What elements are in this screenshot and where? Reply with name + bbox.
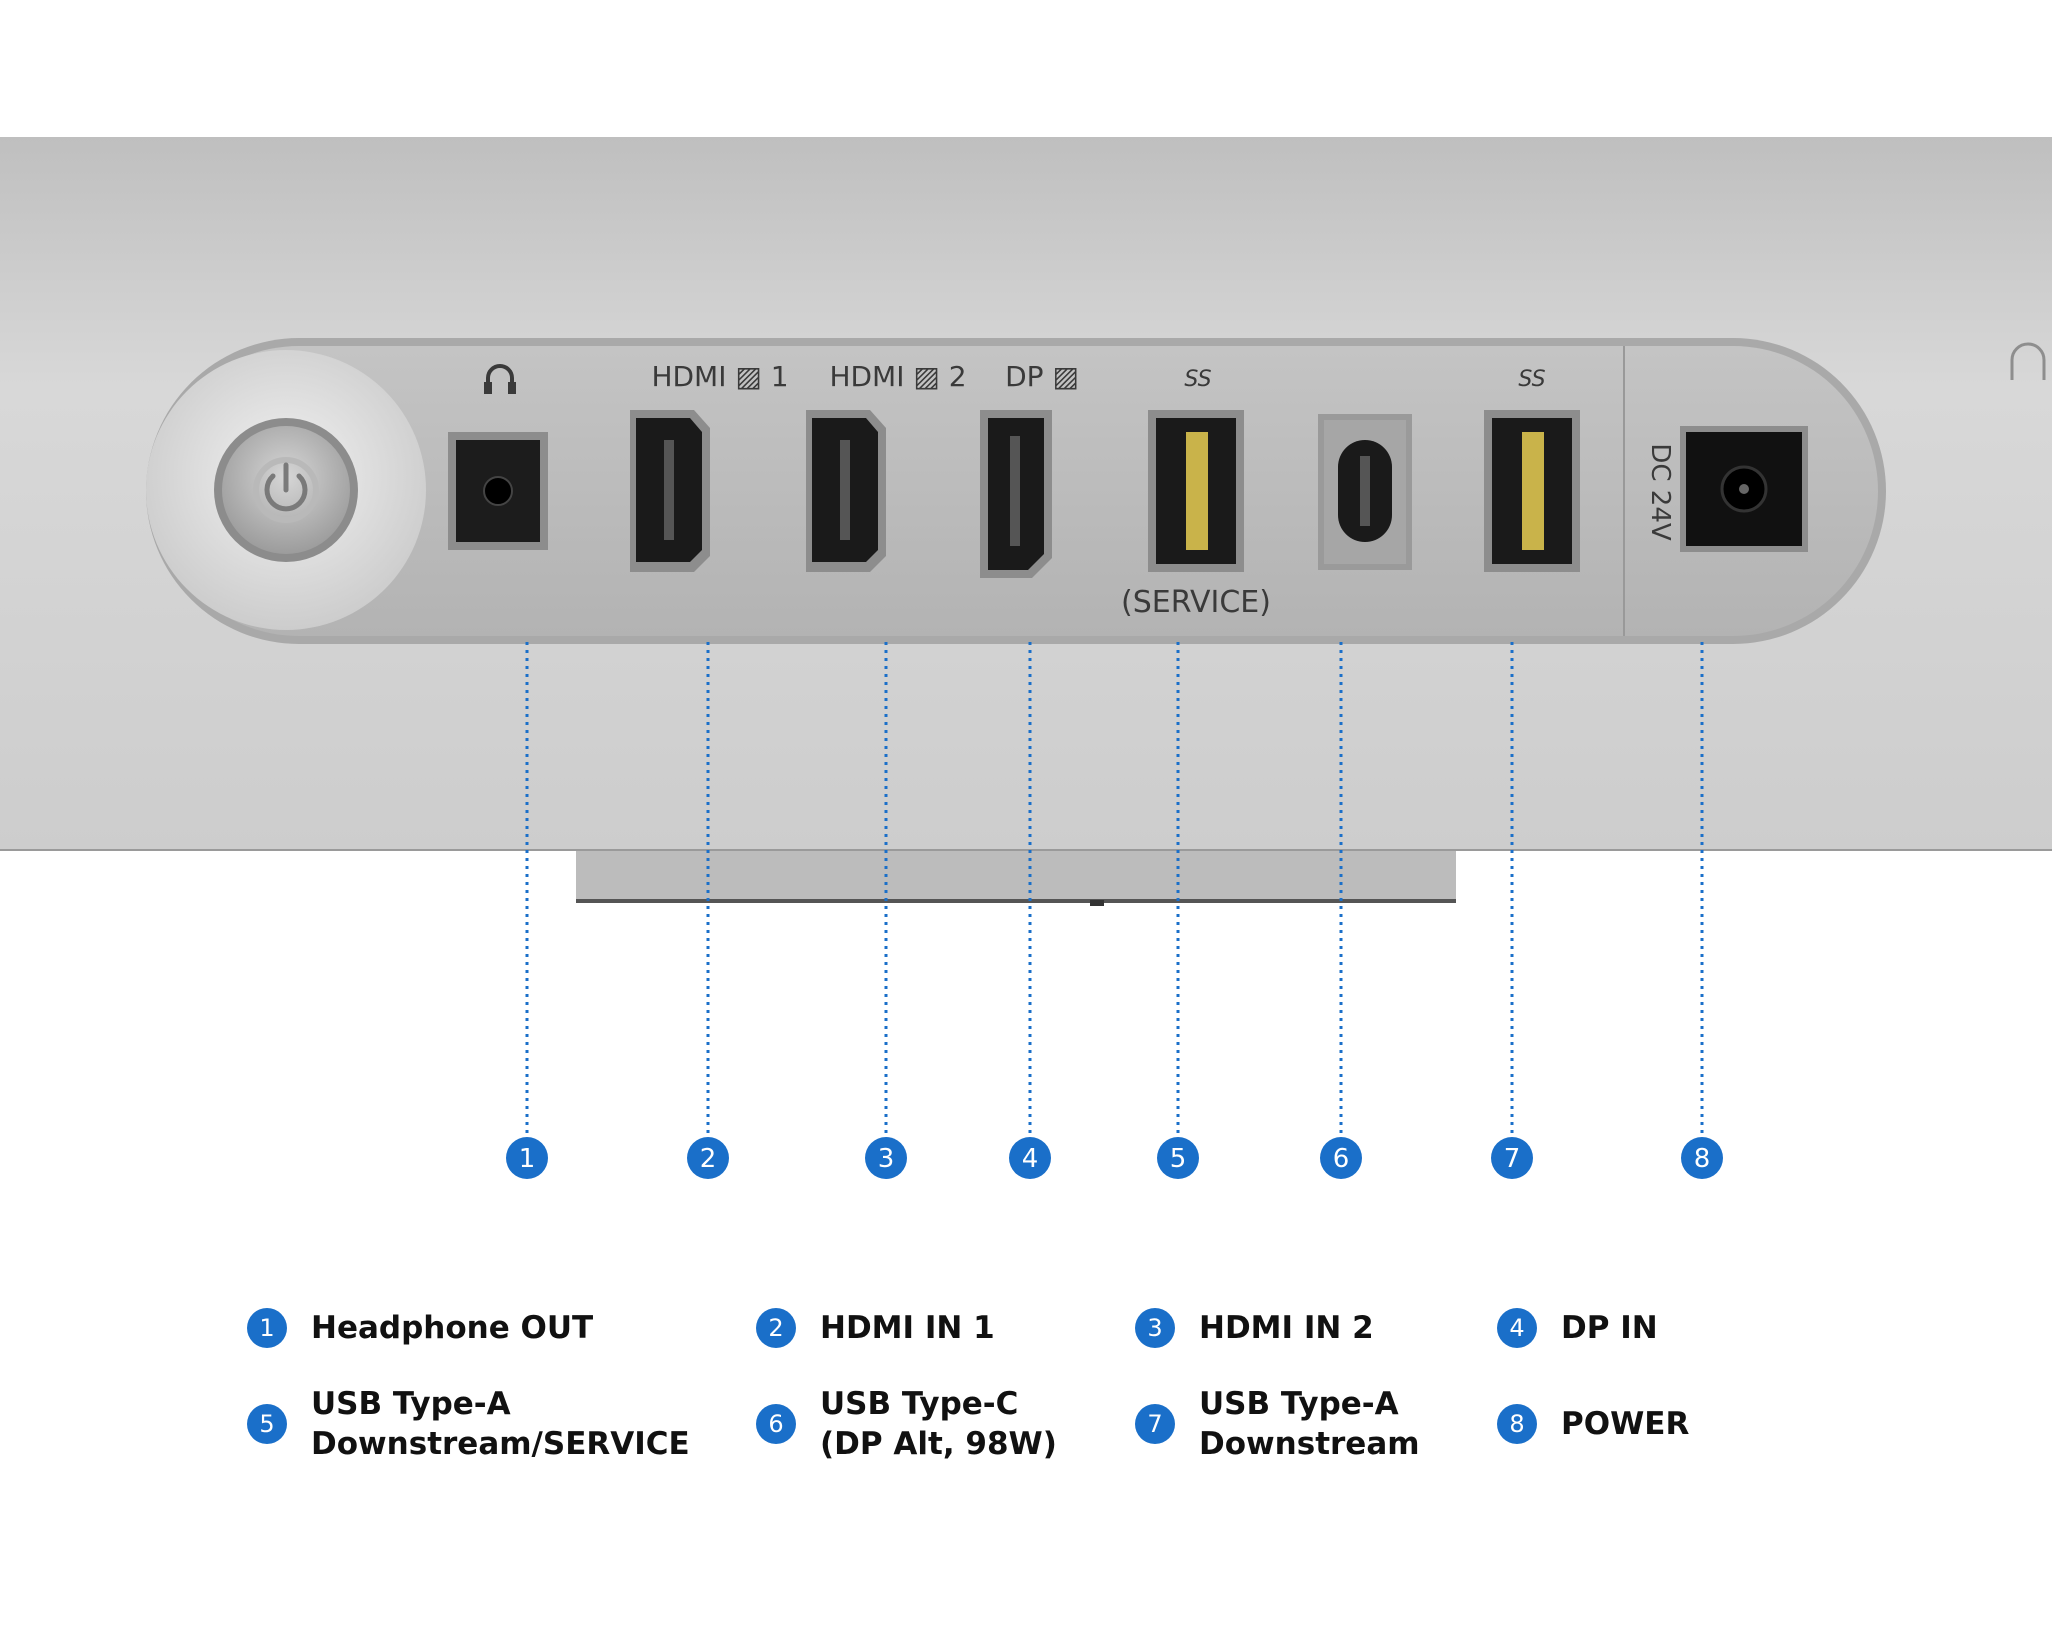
- callout-number: 4: [1022, 1144, 1039, 1174]
- port-panel-label: HDMI ▨ 2: [829, 360, 966, 393]
- displayport-port: [980, 410, 1052, 578]
- legend-item-4: 4 DP IN: [1497, 1308, 1658, 1348]
- legend-badge: 4: [1497, 1308, 1537, 1348]
- callout-badge-2: [687, 1137, 729, 1179]
- callout-badge-7: [1491, 1137, 1533, 1179]
- legend-label: DP IN: [1561, 1308, 1658, 1348]
- usb-c-port: [1318, 414, 1412, 570]
- usb-a-port: [1484, 410, 1580, 572]
- legend-label-line: Headphone OUT: [311, 1310, 594, 1346]
- hdmi-port-1: [630, 410, 710, 572]
- callout-badge-6: [1320, 1137, 1362, 1179]
- callout-number: 5: [1170, 1144, 1187, 1174]
- callout-badge-1: [506, 1137, 548, 1179]
- headphone-port: [448, 432, 548, 550]
- chassis-detail: [2010, 342, 2046, 380]
- dc-voltage-label: DC 24V: [1645, 443, 1675, 541]
- legend-label-line: USB Type-A: [311, 1386, 511, 1422]
- legend-label-line: HDMI IN 1: [820, 1310, 995, 1346]
- legend-label-line: Downstream/SERVICE: [311, 1426, 690, 1462]
- headphone-icon: [484, 364, 516, 394]
- legend-badge: 3: [1135, 1308, 1175, 1348]
- usb-a-port-service: [1148, 410, 1244, 572]
- hdmi-port-2: [806, 410, 886, 572]
- legend-label: HDMI IN 1: [820, 1308, 995, 1348]
- legend-badge: 1: [247, 1308, 287, 1348]
- legend-item-1: 1 Headphone OUT: [247, 1308, 593, 1348]
- legend-item-7: 7 USB Type-A Downstream: [1135, 1384, 1420, 1464]
- legend-label-line: HDMI IN 2: [1199, 1310, 1374, 1346]
- callout-number: 8: [1694, 1144, 1711, 1174]
- port-panel-label: SS: [1184, 367, 1211, 392]
- legend-item-5: 5 USB Type-A Downstream/SERVICE: [247, 1384, 690, 1464]
- callout-badge-5: [1157, 1137, 1199, 1179]
- legend-label-line: POWER: [1561, 1406, 1690, 1442]
- legend-badge: 8: [1497, 1404, 1537, 1444]
- legend-badge: 5: [247, 1404, 287, 1444]
- callout-number: 2: [700, 1144, 717, 1174]
- service-label: (SERVICE): [1121, 585, 1271, 620]
- legend-label: USB Type-C (DP Alt, 98W): [820, 1384, 1057, 1464]
- dc-power-port: [1680, 426, 1808, 552]
- legend-label-line: DP IN: [1561, 1310, 1658, 1346]
- callout-number: 3: [878, 1144, 895, 1174]
- legend-badge: 2: [756, 1308, 796, 1348]
- callout-badge-8: [1681, 1137, 1723, 1179]
- legend-badge: 6: [756, 1404, 796, 1444]
- legend-item-3: 3 HDMI IN 2: [1135, 1308, 1374, 1348]
- callout-badge-3: [865, 1137, 907, 1179]
- legend-item-6: 6 USB Type-C (DP Alt, 98W): [756, 1384, 1057, 1464]
- callout-number: 7: [1504, 1144, 1521, 1174]
- callout-number: 1: [519, 1144, 536, 1174]
- legend-badge: 7: [1135, 1404, 1175, 1444]
- port-panel-label: DP ▨: [1005, 360, 1079, 393]
- stand-neck: [576, 851, 1456, 901]
- port-panel-label: HDMI ▨ 1: [651, 360, 788, 393]
- port-panel-label: SS: [1518, 367, 1545, 392]
- legend-label: USB Type-A Downstream/SERVICE: [311, 1384, 690, 1464]
- legend-label: USB Type-A Downstream: [1199, 1384, 1420, 1464]
- callout-number: 6: [1333, 1144, 1350, 1174]
- callout-badge-4: [1009, 1137, 1051, 1179]
- legend-label: Headphone OUT: [311, 1308, 593, 1348]
- legend-label-line: Downstream: [1199, 1426, 1420, 1462]
- legend-item-2: 2 HDMI IN 1: [756, 1308, 995, 1348]
- legend-label-line: (DP Alt, 98W): [820, 1426, 1057, 1462]
- legend-label-line: USB Type-A: [1199, 1386, 1399, 1422]
- legend-label: POWER: [1561, 1404, 1689, 1444]
- legend-label: HDMI IN 2: [1199, 1308, 1374, 1348]
- legend-label-line: USB Type-C: [820, 1386, 1019, 1422]
- legend-item-8: 8 POWER: [1497, 1404, 1689, 1444]
- power-icon: [264, 462, 308, 512]
